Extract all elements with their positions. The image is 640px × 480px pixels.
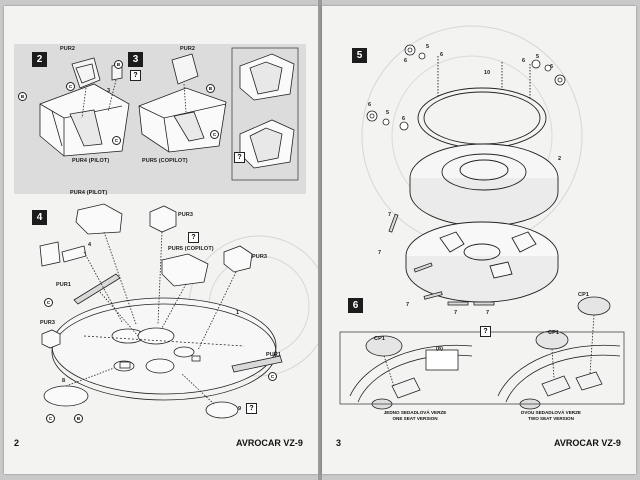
page-number-right: 3 [336,438,342,448]
right-page: 5 6 5 6 6 10 6 5 6 2 6 5 6 7 7 7 7 7 CP1… [322,6,636,474]
label-part4: 4 [88,242,92,248]
label-part7-a: 7 [388,212,392,218]
label-cp1-right: CP1 [548,330,559,336]
color-code-c-icon: C [44,298,53,307]
color-code-b-icon: B [114,60,123,69]
label-part6-c: 6 [522,58,526,64]
question-mark-step4: ? [188,232,199,243]
right-page-drawing [339,25,625,410]
step4-parts [39,203,283,419]
label-pur3-left: PUR3 [40,320,56,326]
question-mark-side: ? [234,152,245,163]
step3-cockpit-drawing [138,53,227,153]
footer-title-left: AVROCAR VZ-9 [236,438,303,448]
one-seat-version-cz: JEDNO SEDADLOVÁ VERZE [383,410,447,415]
step2-cockpit-drawing [39,57,130,157]
label-part6-e: 6 [368,102,372,108]
label-part10: 10 [484,70,491,76]
step6-two-seat-drawing [497,296,621,410]
step-number-4: 4 [32,210,47,225]
step5-strip-parts [388,213,495,306]
label-part2: 2 [558,156,562,162]
label-part6-b: 6 [440,52,444,58]
one-seat-version-label: JEDNO SEDADLOVÁ VERZE ONE SEAT VERSION [370,410,460,422]
left-page-drawing [14,44,318,419]
color-code-b-icon: B [18,92,27,101]
step5-ring-drawing [417,56,547,149]
step-number-2: 2 [32,52,47,67]
one-seat-version-en: ONE SEAT VERSION [392,416,438,421]
label-part3: 3 [107,88,111,94]
label-cp1-top: CP1 [578,292,589,298]
color-code-c-icon: C [46,414,55,423]
book-gutter [318,0,322,480]
question-mark-step6: ? [480,326,491,337]
label-part7-b: 7 [378,250,382,256]
step4-disc-drawing [51,297,277,401]
label-part6-f: 6 [402,116,406,122]
label-pur3-right: PUR3 [252,254,268,260]
step5-disc-drawing [409,143,559,227]
label-part8: 8 [62,378,66,384]
label-pur4-pilot-step2: PUR4 (PILOT) [72,158,110,164]
label-part6-a: 6 [404,58,408,64]
label-pur3-top: PUR3 [178,212,194,218]
label-part7-e: 7 [486,310,490,316]
label-part5-a: 5 [426,44,430,50]
label-part5-c: 5 [386,110,390,116]
label-pur1-right: PUR1 [266,352,282,358]
page-number-left: 2 [14,438,20,448]
label-pur5-copilot-step3: PUR5 (COPILOT) [142,158,188,164]
color-code-c-icon: C [112,136,121,145]
color-code-c-icon: C [268,372,277,381]
label-pur4-pilot-step4: PUR4 (PILOT) [70,190,108,196]
step3-side-views [231,47,299,181]
two-seat-version-label: DVOU SEDADLOVÁ VERZE TWO SEAT VERSION [506,410,596,422]
two-seat-version-en: TWO SEAT VERSION [528,416,574,421]
label-part7-c: 7 [406,302,410,308]
label-part1: 1 [236,310,240,316]
color-code-b-icon: B [206,84,215,93]
question-mark-part9: ? [246,403,257,414]
label-part7-d: 7 [454,310,458,316]
label-part9: 9 [238,406,242,412]
question-mark-step3: ? [130,70,141,81]
step-number-6: 6 [348,298,363,313]
label-pur5-copilot-step4: PUR5 (COPILOT) [168,246,214,252]
label-pur2-step3: PUR2 [180,46,196,52]
footer-title-right: AVROCAR VZ-9 [554,438,621,448]
label-cp1-left: CP1 [374,336,385,342]
color-code-c-icon: C [210,130,219,139]
label-pur1-left: PUR1 [56,282,72,288]
label-part6-d: 6 [550,64,554,70]
step-number-3: 3 [128,52,143,67]
color-code-c-icon: C [66,82,75,91]
left-page: 2 3 4 PUR2 PUR4 (PILOT) 3 PUR2 PUR5 (COP… [4,6,318,474]
step5-fasteners [366,44,566,131]
label-part8: (8) [436,346,444,352]
step6-one-seat-drawing [349,335,473,410]
color-code-b-icon: B [74,414,83,423]
step5-lower-disc-drawing [405,221,559,303]
step-number-5: 5 [352,48,367,63]
label-part5-b: 5 [536,54,540,60]
two-seat-version-cz: DVOU SEDADLOVÁ VERZE [521,410,581,415]
label-pur2-step2: PUR2 [60,46,76,52]
